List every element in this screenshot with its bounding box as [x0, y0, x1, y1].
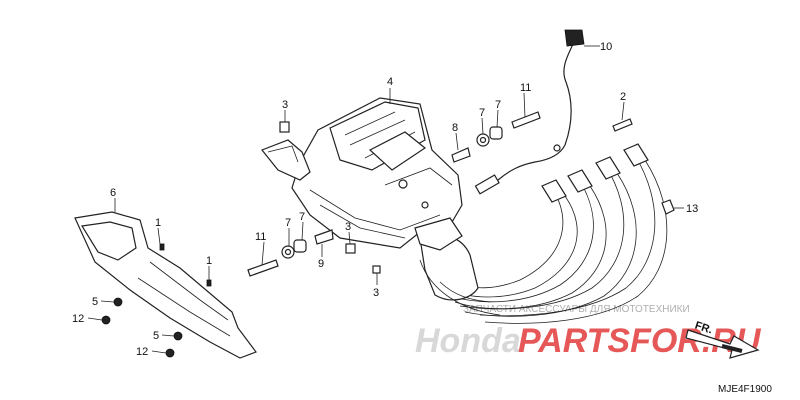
watermark-tagline: ЗАПЧАСТИ АКСЕССУАРЫ ДЛЯ МОТОТЕХНИКИ	[463, 304, 690, 315]
label-part-1b: 1	[206, 255, 212, 267]
label-part-3c: 3	[373, 287, 379, 299]
pin-part-1b	[206, 279, 212, 287]
label-part-8: 8	[452, 122, 458, 134]
pin-part-1a	[159, 243, 165, 251]
leader-lines	[87, 88, 684, 354]
clip-part-3a	[279, 121, 290, 133]
front-direction-arrow: FR.	[685, 320, 760, 359]
label-part-3a: 3	[282, 99, 288, 111]
hardware	[101, 111, 675, 358]
label-part-13: 13	[686, 203, 698, 215]
watermark-brand-right: PARTSFOR.RU	[518, 322, 762, 360]
label-part-7c-left: 7	[285, 217, 291, 229]
diagram-code: MJE4F1900	[718, 384, 772, 395]
label-part-2: 2	[620, 91, 626, 103]
muffler-body	[261, 97, 463, 251]
label-part-6: 6	[110, 187, 116, 199]
o2-sensor	[474, 29, 600, 195]
label-part-11b: 11	[255, 231, 266, 243]
label-part-7d: 7	[299, 211, 305, 223]
front-label: FR.	[693, 320, 714, 337]
label-part-12a: 12	[72, 313, 84, 325]
watermark-brand-left: Honda	[415, 322, 521, 360]
label-part-5b: 5	[153, 330, 159, 342]
heat-shield	[74, 198, 257, 359]
label-part-7a: 7	[479, 107, 485, 119]
clip-part-3b	[345, 243, 356, 254]
label-part-1a: 1	[155, 217, 161, 229]
label-part-3b: 3	[345, 221, 351, 233]
part-labels: 4 3 10 11 2 7 7 8 6 1 1 13 11 7 7 9 3 3 …	[72, 41, 698, 358]
label-part-4: 4	[387, 76, 393, 88]
label-part-9: 9	[318, 258, 324, 270]
label-part-5a: 5	[92, 296, 98, 308]
clip-part-3c	[372, 265, 381, 274]
label-part-11a: 11	[520, 82, 531, 94]
label-part-12b: 12	[136, 346, 148, 358]
label-part-10: 10	[600, 41, 612, 53]
label-part-7b: 7	[495, 99, 501, 111]
